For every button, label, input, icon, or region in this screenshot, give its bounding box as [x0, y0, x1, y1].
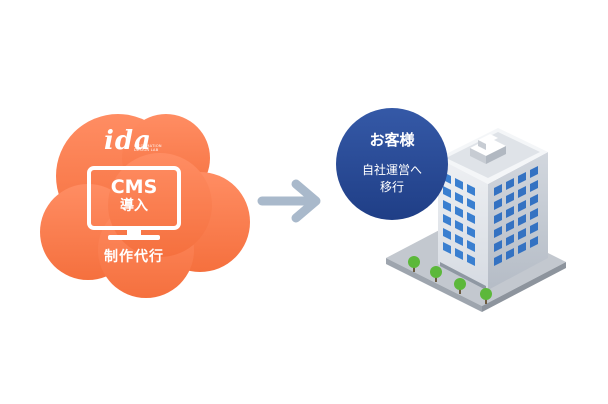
- customer-bubble: [336, 108, 448, 220]
- logo-sub-line2: DESIGN LAB: [134, 148, 159, 152]
- monitor-label-cms: CMS: [110, 176, 158, 198]
- logo-sub-line1: INFORMATION: [134, 144, 162, 148]
- logo-mark: ida INFORMATION DESIGN LAB: [104, 126, 184, 160]
- building-illustration: [386, 128, 566, 312]
- monitor-icon: [87, 166, 181, 240]
- logo-text: ida: [104, 126, 152, 156]
- bubble-body-line1: 自社運営へ: [361, 163, 422, 177]
- tree-icon: [408, 256, 492, 304]
- right-arrow-icon: [257, 179, 321, 223]
- cloud-caption: 制作代行: [104, 249, 164, 265]
- monitor-label-install: 導入: [120, 198, 148, 214]
- bubble-body: 自社運営へ 移行: [338, 162, 446, 196]
- bubble-title: お客様: [369, 131, 415, 149]
- bubble-body-line2: 移行: [379, 180, 404, 194]
- logo-subtext: INFORMATION DESIGN LAB: [134, 144, 162, 152]
